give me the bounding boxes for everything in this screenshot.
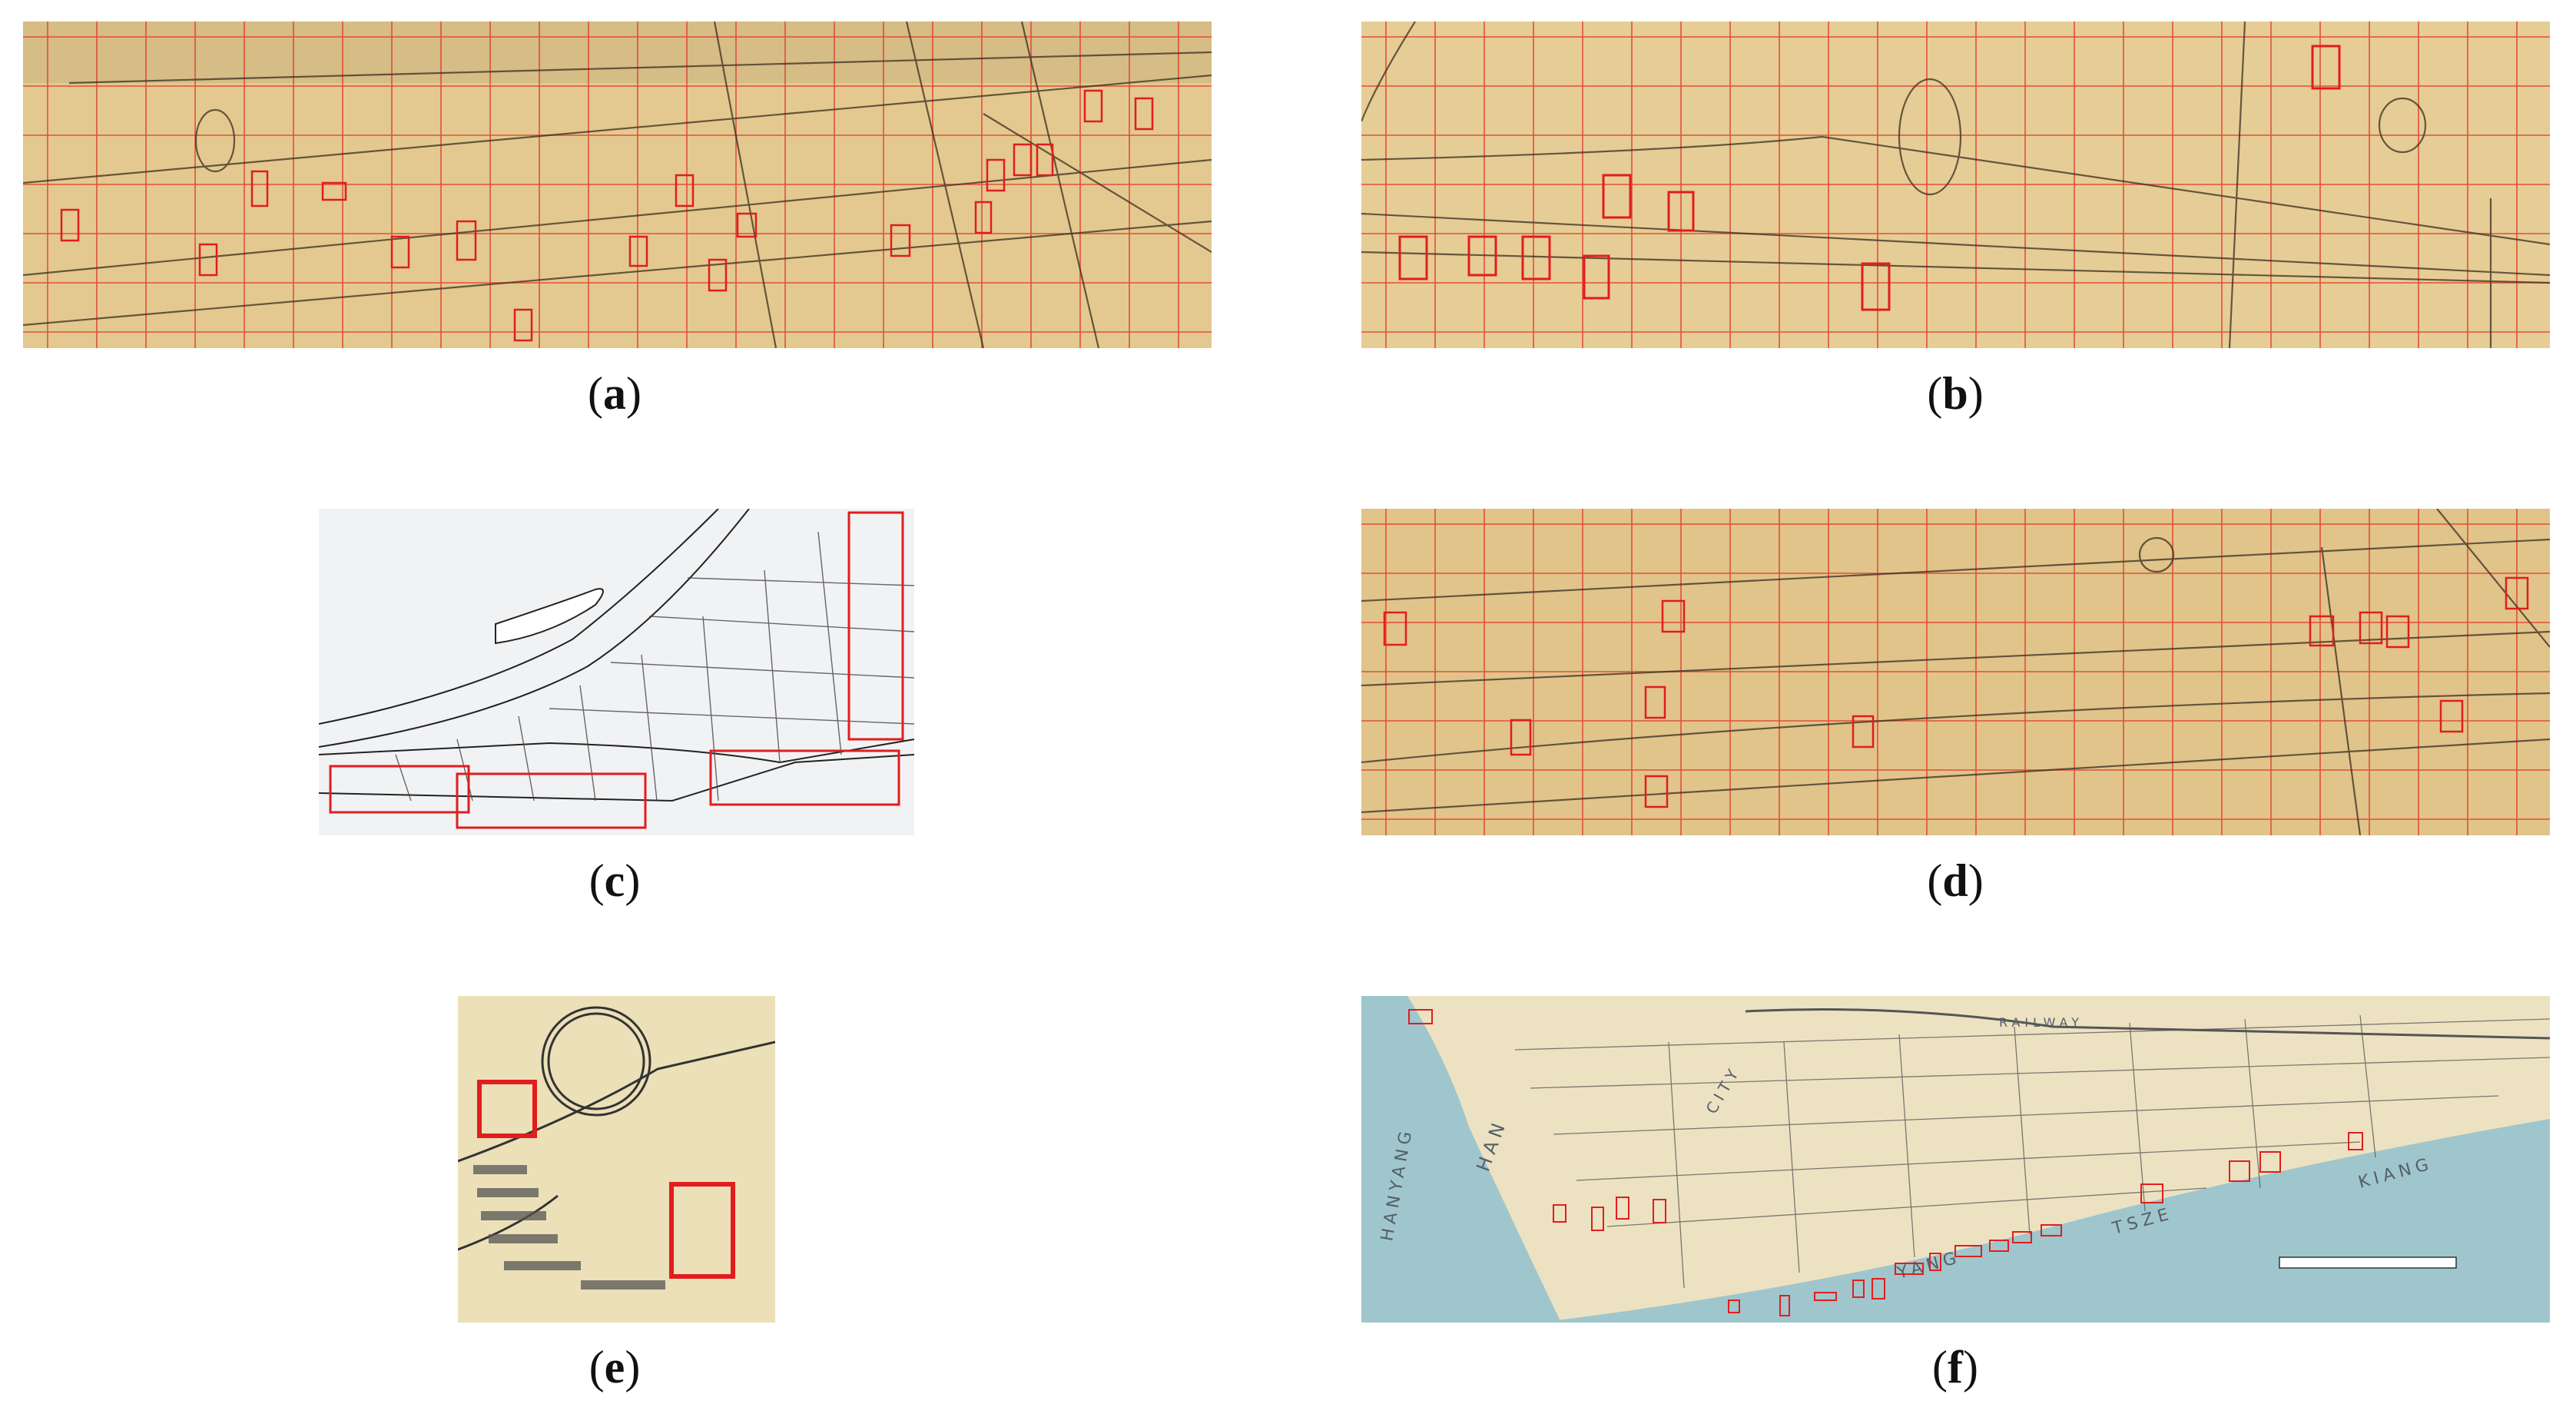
label-railway: RAILWAY [1999,1015,2084,1030]
highlight-box [1591,1207,1604,1231]
caption-b: (b) [1927,368,1984,419]
highlight-box [250,170,269,207]
highlight-box [1013,143,1033,177]
highlight-box [1134,97,1154,131]
highlight-box [2041,1224,2062,1236]
highlight-box [1871,1278,1885,1300]
highlight-box [1929,1253,1941,1271]
highlight-box [1814,1292,1837,1301]
highlight-box [1852,1280,1865,1298]
map-image-d [1361,509,2550,835]
highlight-box [1036,143,1054,177]
highlight-box [2439,699,2464,733]
map-panel-c [319,509,914,835]
caption-e: (e) [588,1342,641,1392]
highlight-box [1616,1197,1629,1220]
highlight-box [2140,1183,2163,1203]
highlight-box [2505,576,2529,610]
caption-d: (d) [1927,855,1984,906]
highlight-box [974,201,993,234]
caption-f: (f) [1932,1342,1978,1392]
highlight-box [986,158,1006,192]
highlight-box [669,1182,735,1279]
highlight-box [2012,1231,2032,1243]
highlight-box [2309,615,2335,647]
highlight-box [709,749,900,806]
highlight-box [456,220,477,261]
highlight-box [2359,611,2383,645]
highlight-box [198,243,218,277]
highlight-box [390,235,410,269]
highlight-box [1408,1009,1433,1024]
highlight-box [1383,611,1407,646]
map-image-f: RAILWAY HANYANG HAN CITY YANG TSZE KIANG [1361,996,2550,1323]
highlight-box [1895,1263,1924,1275]
highlight-box [321,181,347,201]
highlight-box [1083,89,1103,123]
highlight-box [1644,685,1666,719]
highlight-box [477,1080,537,1138]
highlight-box [329,765,470,814]
map-image-a [23,22,1212,348]
highlight-box [1521,235,1551,280]
highlight-box [736,212,758,238]
highlight-box [2229,1160,2250,1182]
highlight-box [1398,235,1428,280]
highlight-box [675,174,695,207]
highlight-box [60,208,80,242]
highlight-box [1861,262,1891,311]
highlight-box [513,308,533,342]
highlight-box [1602,174,1632,219]
caption-c: (c) [588,855,641,906]
highlight-box [1852,715,1875,749]
highlight-box [1667,191,1695,232]
highlight-box [1728,1300,1740,1313]
highlight-box [456,772,647,829]
highlight-box [1583,254,1610,300]
map-panel-b [1361,22,2550,348]
highlight-box [2385,615,2410,649]
highlight-box [628,235,648,267]
map-image-c [319,509,914,835]
highlight-box [1779,1295,1790,1316]
caption-a: (a) [588,368,642,419]
highlight-box [2259,1151,2281,1173]
map-panel-f: RAILWAY HANYANG HAN CITY YANG TSZE KIANG [1361,996,2550,1323]
highlight-box [1989,1240,2009,1252]
highlight-box [1954,1245,1982,1257]
highlight-box [1510,719,1532,756]
highlight-box [2348,1132,2363,1150]
map-panel-a [23,22,1212,348]
map-panel-e [458,996,775,1323]
map-image-e [458,996,775,1323]
highlight-box [1653,1199,1666,1223]
highlight-box [1644,775,1669,808]
highlight-box [708,258,728,292]
map-panel-d [1361,509,2550,835]
highlight-box [2311,45,2341,90]
highlight-box [847,511,904,741]
highlight-box [890,224,911,257]
highlight-box [1467,235,1497,277]
highlight-box [1661,599,1686,633]
map-image-b [1361,22,2550,348]
highlight-box [1553,1204,1566,1223]
